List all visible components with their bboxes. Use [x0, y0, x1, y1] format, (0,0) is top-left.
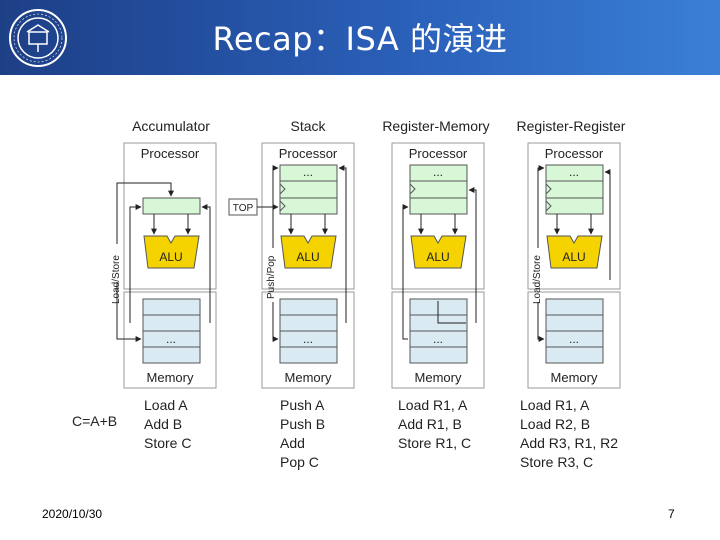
code-line: Push B: [280, 416, 325, 432]
code-line: Store C: [144, 435, 191, 451]
alu-label: ALU: [159, 250, 182, 264]
title-bar: Recap：ISA 的演进: [0, 0, 720, 75]
alu-label: ALU: [426, 250, 449, 264]
register-ellipsis: ...: [433, 165, 443, 179]
register-ellipsis: ...: [569, 165, 579, 179]
processor-label: Processor: [279, 146, 338, 161]
memory-ellipsis: ...: [569, 332, 579, 346]
alu-label: ALU: [562, 250, 585, 264]
header-register-register: Register-Register: [517, 118, 626, 134]
register-memory-column: Processor ... ALU ... Memory: [391, 142, 485, 389]
university-logo: [9, 9, 67, 67]
register-register-column: Processor ... ALU ... Memory Load/Store: [527, 142, 621, 389]
register-file: [409, 164, 468, 215]
memory-ellipsis: ...: [166, 332, 176, 346]
code-register-register: Load R1, A Load R2, B Add R3, R1, R2 Sto…: [520, 397, 618, 470]
register-file: [545, 164, 604, 215]
memory-ellipsis: ...: [303, 332, 313, 346]
processor-label: Processor: [545, 146, 604, 161]
side-label-load-store: Load/Store: [532, 255, 543, 304]
side-label-load-store: Load/Store: [111, 255, 122, 304]
memory-label: Memory: [551, 370, 598, 385]
stack-column: Processor ... TOP ALU ... Memory Push/Po…: [228, 142, 355, 389]
accumulator-register: [142, 197, 201, 215]
memory-label: Memory: [147, 370, 194, 385]
code-line: Add: [280, 435, 305, 451]
header-accumulator: Accumulator: [132, 118, 210, 134]
code-line: Store R1, C: [398, 435, 471, 451]
accumulator-column: Processor ALU ... Memory Load/Store: [111, 142, 217, 389]
code-line: Load R1, A: [398, 397, 468, 413]
alu-shape: [546, 235, 603, 269]
code-line: Add R1, B: [398, 416, 462, 432]
code-stack: Push A Push B Add Pop C: [280, 397, 325, 470]
alu-shape: [143, 235, 200, 269]
memory-ellipsis: ...: [433, 332, 443, 346]
code-line: Pop C: [280, 454, 319, 470]
code-line: Load A: [144, 397, 188, 413]
code-line: Load R2, B: [520, 416, 590, 432]
alu-label: ALU: [296, 250, 319, 264]
memory-label: Memory: [285, 370, 332, 385]
code-line: Add B: [144, 416, 182, 432]
code-line: Load R1, A: [520, 397, 590, 413]
code-line: Store R3, C: [520, 454, 593, 470]
stack-ellipsis: ...: [303, 165, 313, 179]
header-register-memory: Register-Memory: [382, 118, 489, 134]
alu-shape: [410, 235, 467, 269]
header-stack: Stack: [290, 118, 326, 134]
slide-title: Recap：ISA 的演进: [212, 20, 508, 58]
code-line: Push A: [280, 397, 325, 413]
slide-date: 2020/10/30: [42, 507, 103, 521]
processor-label: Processor: [409, 146, 468, 161]
expression-label: C=A+B: [72, 413, 117, 429]
code-register-memory: Load R1, A Add R1, B Store R1, C: [398, 397, 471, 451]
alu-shape: [280, 235, 337, 269]
memory-label: Memory: [415, 370, 462, 385]
code-line: Add R3, R1, R2: [520, 435, 618, 451]
stack-registers: [279, 164, 338, 215]
code-accumulator: Load A Add B Store C: [144, 397, 191, 451]
slide-page-number: 7: [668, 507, 675, 521]
top-label: TOP: [233, 203, 254, 214]
processor-label: Processor: [141, 146, 200, 161]
side-label-push-pop: Push/Pop: [266, 255, 277, 299]
